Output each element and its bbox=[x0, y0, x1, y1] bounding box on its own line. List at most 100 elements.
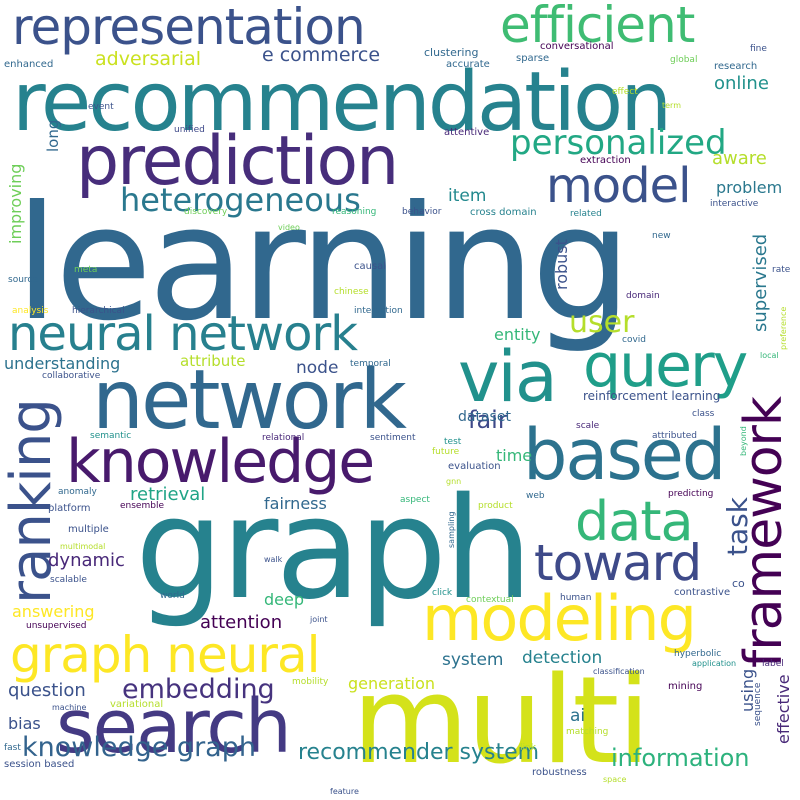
word-attribute: attribute bbox=[180, 352, 246, 370]
word-network: network bbox=[92, 353, 407, 448]
word-scalable: scalable bbox=[50, 575, 87, 585]
word-heterogeneous: heterogeneous bbox=[120, 181, 361, 219]
word-fair: fair bbox=[468, 406, 508, 434]
word-new: new bbox=[652, 231, 671, 241]
word-reinforcement-learning: reinforcement learning bbox=[583, 389, 721, 403]
word-ensemble: ensemble bbox=[120, 501, 164, 511]
word-space: space bbox=[603, 775, 627, 784]
word-predicting: predicting bbox=[668, 489, 714, 499]
word-supervised: supervised bbox=[750, 233, 771, 332]
word-human: human bbox=[560, 593, 592, 603]
word-toward: toward bbox=[534, 534, 702, 592]
word-variational: variational bbox=[110, 699, 164, 710]
word-understanding: understanding bbox=[4, 354, 121, 373]
word-adversarial: adversarial bbox=[95, 48, 202, 70]
word-event: event bbox=[88, 102, 114, 112]
word-neural-network: neural network bbox=[8, 306, 358, 362]
word-efficient: efficient bbox=[500, 0, 695, 54]
word-bias: bias bbox=[8, 714, 41, 733]
word-hierarchical: hierarchical bbox=[72, 306, 125, 316]
word-via: via bbox=[458, 336, 558, 418]
word-task: task bbox=[721, 497, 754, 556]
word-interactive: interactive bbox=[710, 199, 759, 209]
word-multimodal: multimodal bbox=[60, 542, 106, 551]
word-session-based: session based bbox=[4, 759, 75, 770]
word-time: time bbox=[496, 446, 533, 465]
word-sampling: sampling bbox=[447, 511, 456, 548]
word-personalized: personalized bbox=[510, 123, 727, 163]
word-retrieval: retrieval bbox=[130, 484, 206, 505]
word-query: query bbox=[583, 331, 748, 401]
word-ai: ai bbox=[570, 706, 586, 726]
word-attention: attention bbox=[200, 612, 283, 633]
word-fast: fast bbox=[4, 743, 21, 753]
word-learning: learning bbox=[15, 172, 632, 356]
word-source: source bbox=[8, 275, 38, 285]
word-long: long bbox=[44, 119, 62, 152]
word-domain: domain bbox=[626, 291, 660, 301]
word-sequence: sequence bbox=[753, 682, 763, 726]
word-effect: effect bbox=[612, 87, 638, 97]
word-behavior: behavior bbox=[402, 207, 442, 217]
word-preference: preference bbox=[779, 306, 788, 350]
word-joint: joint bbox=[310, 615, 328, 624]
word-detection: detection bbox=[522, 648, 603, 668]
word-node: node bbox=[296, 358, 339, 378]
word-extraction: extraction bbox=[580, 155, 631, 166]
word-improving: improving bbox=[6, 163, 25, 244]
word-effective: effective bbox=[774, 674, 793, 744]
word-dataset-2: dataset bbox=[458, 409, 511, 425]
word-link: link bbox=[520, 743, 536, 753]
word-knowledge-graph: knowledge graph bbox=[22, 732, 256, 763]
word-local: local bbox=[760, 351, 779, 360]
word-attributed: attributed bbox=[652, 431, 697, 441]
word-click: click bbox=[432, 588, 453, 598]
word-clustering: clustering bbox=[424, 46, 479, 59]
word-temporal: temporal bbox=[350, 359, 391, 369]
word-classification: classification bbox=[593, 667, 645, 676]
word-unified: unified bbox=[174, 125, 205, 135]
word-based: based bbox=[523, 414, 726, 496]
word-world: world bbox=[160, 591, 185, 601]
word-user: user bbox=[569, 305, 635, 340]
word-search: search bbox=[56, 684, 292, 770]
word-multiple: multiple bbox=[68, 524, 109, 535]
word-gnn: gnn bbox=[446, 477, 462, 486]
word-modeling: modeling bbox=[422, 582, 697, 655]
word-machine: machine bbox=[52, 703, 87, 712]
word-model: model bbox=[546, 158, 691, 214]
word-mining: mining bbox=[668, 681, 703, 692]
word-semantic: semantic bbox=[90, 431, 132, 441]
word-knowledge: knowledge bbox=[66, 427, 375, 497]
word-walk: walk bbox=[264, 555, 283, 564]
word-label: label bbox=[762, 659, 784, 669]
word-contextual: contextual bbox=[466, 595, 514, 605]
word-online: online bbox=[714, 73, 769, 94]
word-analysis: analysis bbox=[12, 306, 49, 316]
word-recommender-system: recommender system bbox=[298, 740, 540, 765]
word-relational: relational bbox=[262, 433, 305, 443]
word-sentiment: sentiment bbox=[370, 433, 416, 443]
word-covid: covid bbox=[622, 335, 646, 345]
word-ranking: ranking bbox=[0, 399, 64, 604]
word-hyperbolic: hyperbolic bbox=[674, 649, 722, 659]
word-system: system bbox=[442, 650, 504, 670]
word-global: global bbox=[670, 55, 698, 65]
word-question: question bbox=[8, 680, 86, 701]
word-recommendation: recommendation bbox=[12, 55, 672, 150]
word-deep: deep bbox=[264, 590, 304, 609]
word-answering: answering bbox=[12, 602, 95, 621]
word-class: class bbox=[692, 409, 715, 419]
word-related: related bbox=[570, 209, 602, 219]
word-dynamic: dynamic bbox=[48, 550, 125, 571]
word-information: information bbox=[611, 744, 750, 772]
word-collaborative: collaborative bbox=[42, 371, 101, 381]
word-problem: problem bbox=[716, 178, 783, 197]
word-prediction: prediction bbox=[76, 122, 399, 201]
word-multi: multi bbox=[352, 652, 651, 791]
word-graph-neural: graph neural bbox=[10, 626, 320, 684]
word-anomaly: anomaly bbox=[58, 487, 97, 497]
word-data: data bbox=[575, 490, 694, 553]
word-future: future bbox=[432, 447, 460, 457]
